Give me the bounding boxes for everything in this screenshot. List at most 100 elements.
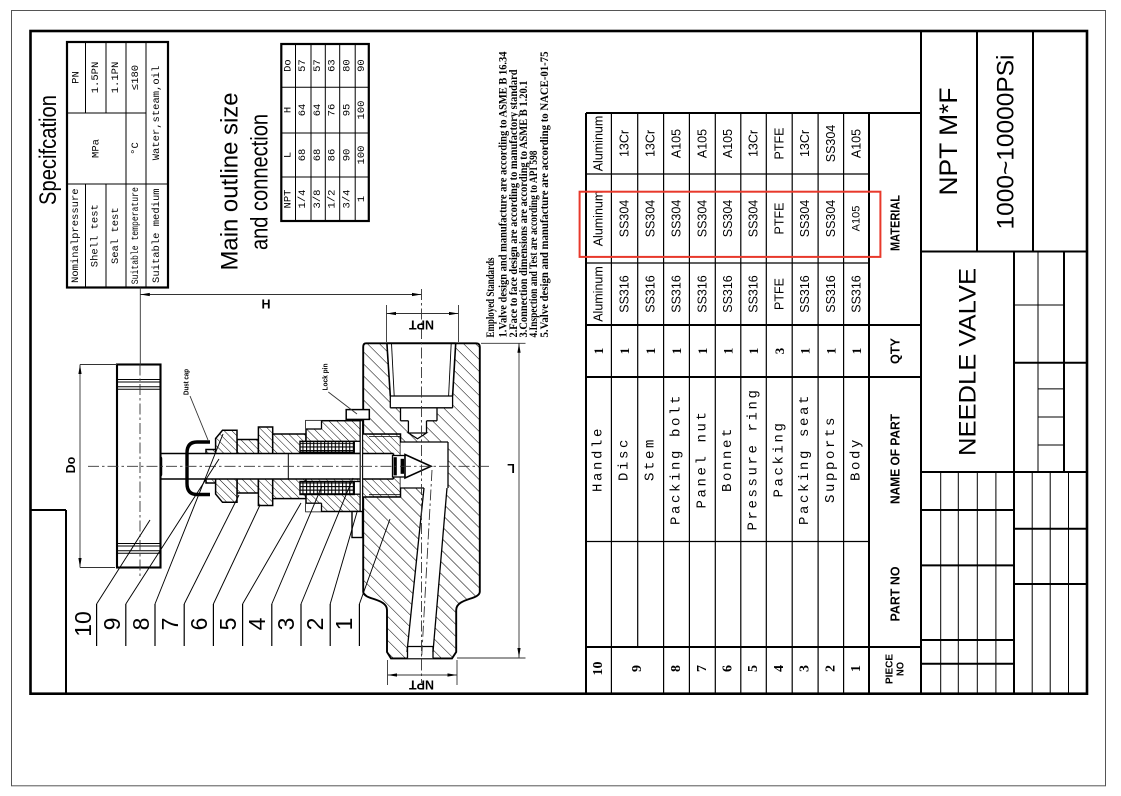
svg-text:Panel nut: Panel nut <box>694 409 710 508</box>
svg-text:H: H <box>282 107 294 113</box>
svg-text:A105: A105 <box>670 129 684 158</box>
svg-text:SS304: SS304 <box>695 200 709 238</box>
svg-text:1: 1 <box>617 348 632 355</box>
svg-text:Bonnet: Bonnet <box>720 426 736 492</box>
svg-text:2: 2 <box>823 665 838 672</box>
svg-text:Do: Do <box>64 456 78 473</box>
svg-text:SS316: SS316 <box>618 275 632 313</box>
svg-text:°C: °C <box>130 142 142 155</box>
svg-text:13Cr: 13Cr <box>798 130 812 157</box>
svg-text:Seal test: Seal test <box>110 207 122 264</box>
svg-text:Main outline size: Main outline size <box>217 93 244 271</box>
svg-text:4.Inspection and Test are acco: 4.Inspection and Test are according to A… <box>528 150 540 337</box>
svg-text:SS316: SS316 <box>824 275 838 313</box>
svg-text:Aluminum: Aluminum <box>592 266 606 322</box>
svg-text:7: 7 <box>157 618 183 631</box>
svg-text:L: L <box>282 152 294 158</box>
svg-text:SS304: SS304 <box>670 200 684 238</box>
svg-text:1: 1 <box>356 196 368 202</box>
svg-text:3/8: 3/8 <box>312 190 324 209</box>
svg-text:PN: PN <box>70 71 82 84</box>
svg-text:76: 76 <box>327 104 339 117</box>
svg-text:Suitable temperature: Suitable temperature <box>130 187 142 284</box>
svg-text:SS304: SS304 <box>798 200 812 238</box>
svg-text:SS316: SS316 <box>747 275 761 313</box>
svg-text:86: 86 <box>327 149 339 162</box>
svg-text:Packing seat: Packing seat <box>797 393 813 525</box>
svg-text:NPT M*F: NPT M*F <box>935 88 963 196</box>
svg-text:3.Connection dimensions are ac: 3.Connection dimensions are according to… <box>518 80 530 337</box>
svg-text:5: 5 <box>746 665 761 672</box>
svg-text:Supports: Supports <box>823 415 839 503</box>
svg-text:PTFE: PTFE <box>772 128 786 160</box>
svg-text:80: 80 <box>341 59 353 72</box>
svg-text:SS316: SS316 <box>695 275 709 313</box>
svg-text:1.1PN: 1.1PN <box>110 62 122 94</box>
svg-text:2.Face to face design are acco: 2.Face to face design are according to m… <box>508 69 520 338</box>
svg-text:SS316: SS316 <box>849 275 863 313</box>
svg-text:3: 3 <box>772 347 787 354</box>
svg-text:8: 8 <box>669 665 684 672</box>
svg-text:3: 3 <box>273 618 299 631</box>
svg-text:SS304: SS304 <box>824 200 838 238</box>
svg-text:Aluminum: Aluminum <box>592 191 606 247</box>
svg-text:13Cr: 13Cr <box>747 130 761 157</box>
svg-text:95: 95 <box>341 104 353 117</box>
svg-text:57: 57 <box>312 59 324 72</box>
svg-text:Stem: Stem <box>643 437 659 481</box>
svg-text:PTFE: PTFE <box>772 203 786 235</box>
svg-text:NPT: NPT <box>282 190 294 209</box>
svg-text:Employed Standards: Employed Standards <box>485 257 497 337</box>
svg-text:Disc: Disc <box>617 437 633 481</box>
svg-text:NPT: NPT <box>409 318 434 332</box>
svg-text:Packing bolt: Packing bolt <box>669 393 685 525</box>
svg-text:A105: A105 <box>695 129 709 158</box>
svg-text:Aluminum: Aluminum <box>592 116 606 172</box>
svg-text:NO: NO <box>895 662 907 676</box>
svg-text:SS316: SS316 <box>721 275 735 313</box>
svg-text:3: 3 <box>798 665 813 672</box>
svg-text:NAME OF PART: NAME OF PART <box>888 414 903 504</box>
svg-text:Dust cap: Dust cap <box>182 369 191 395</box>
svg-text:PIECE: PIECE <box>884 654 896 684</box>
svg-text:NPT: NPT <box>409 678 434 692</box>
svg-text:10: 10 <box>591 662 606 676</box>
svg-text:3/4: 3/4 <box>341 190 353 209</box>
svg-text:SS304: SS304 <box>644 200 658 238</box>
svg-text:A105: A105 <box>850 206 862 232</box>
svg-text:6: 6 <box>721 665 736 672</box>
svg-text:1: 1 <box>823 348 838 355</box>
svg-text:68: 68 <box>297 149 309 162</box>
svg-text:64: 64 <box>312 104 324 117</box>
svg-text:Body: Body <box>848 437 864 481</box>
svg-text:5.Valve design and manufacture: 5.Valve design and manufacture are accor… <box>539 51 551 337</box>
svg-text:4: 4 <box>244 617 270 630</box>
svg-text:A105: A105 <box>849 129 863 158</box>
svg-text:SS304: SS304 <box>824 125 838 163</box>
svg-text:2: 2 <box>302 618 328 631</box>
svg-text:9: 9 <box>630 665 645 672</box>
svg-text:MATERIAL: MATERIAL <box>888 195 903 251</box>
svg-text:Lock pin: Lock pin <box>321 363 330 390</box>
svg-text:1.5PN: 1.5PN <box>90 62 102 94</box>
svg-text:1000~10000PSi: 1000~10000PSi <box>993 55 1020 230</box>
svg-text:13Cr: 13Cr <box>644 130 658 157</box>
svg-text:L: L <box>507 461 515 475</box>
svg-text:1: 1 <box>798 348 813 355</box>
svg-text:≤180: ≤180 <box>130 65 142 90</box>
svg-text:57: 57 <box>297 59 309 72</box>
svg-text:1: 1 <box>669 348 684 355</box>
svg-text:90: 90 <box>356 59 368 72</box>
svg-text:8: 8 <box>128 618 154 631</box>
svg-text:1: 1 <box>849 665 864 672</box>
svg-text:1: 1 <box>643 348 658 355</box>
svg-text:9: 9 <box>99 618 125 631</box>
svg-text:and connection: and connection <box>247 114 274 250</box>
svg-text:1: 1 <box>849 348 864 355</box>
svg-text:Do: Do <box>282 59 294 72</box>
svg-text:1/4: 1/4 <box>297 190 309 209</box>
svg-text:Handle: Handle <box>591 426 607 492</box>
svg-text:Specifcation: Specifcation <box>35 95 62 205</box>
svg-text:SS304: SS304 <box>721 200 735 238</box>
svg-text:1: 1 <box>721 348 736 355</box>
